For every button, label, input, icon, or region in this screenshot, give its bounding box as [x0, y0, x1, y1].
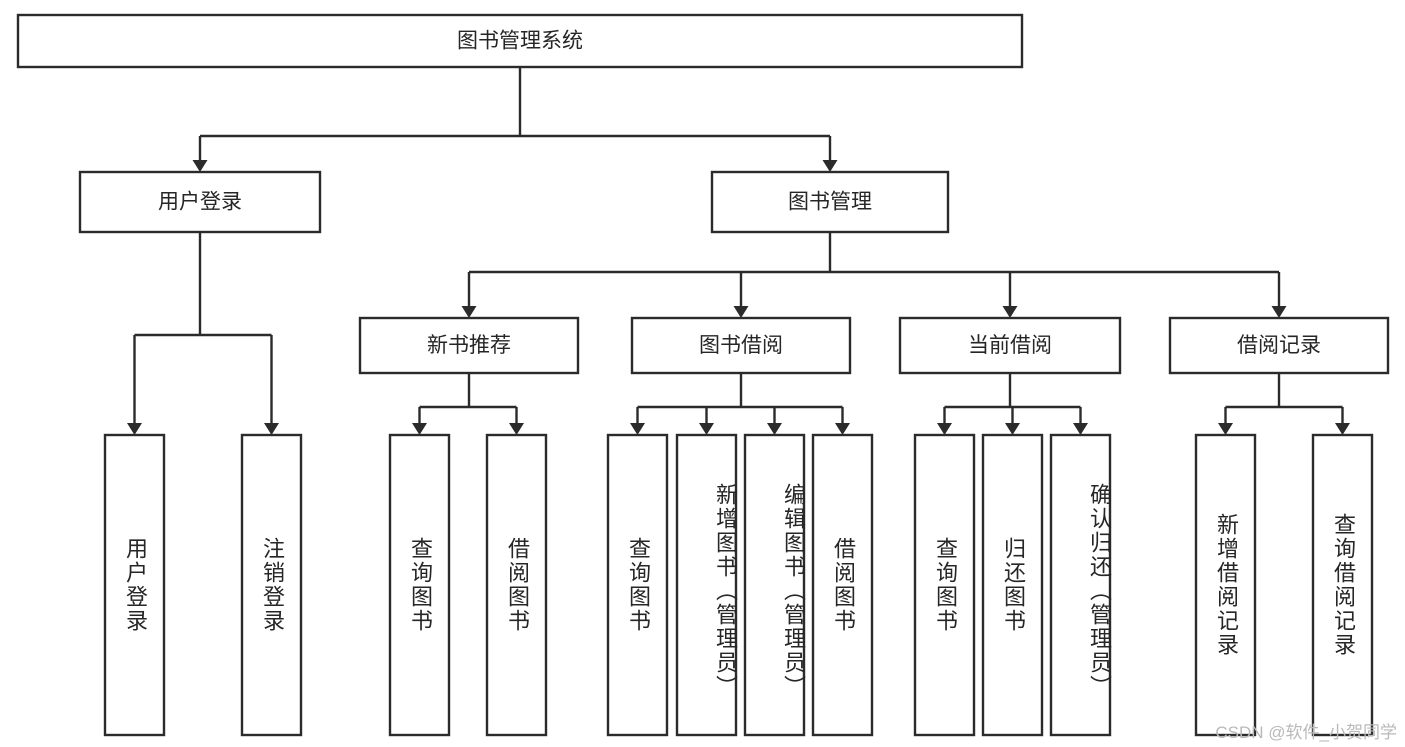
arrow-mgr-to-图书借阅-head — [733, 306, 749, 318]
leaf-编辑图书-管理员-6[interactable] — [743, 433, 806, 737]
arrow-借阅记录-to-新增借阅记录-head — [1218, 423, 1233, 435]
arrow-root-to-图书管理-head — [822, 160, 838, 172]
leaf-查询借阅记录-12[interactable] — [1311, 433, 1374, 737]
node-l3-图书借阅[interactable]: 图书借阅 — [630, 316, 852, 375]
node-l3-当前借阅-rect[interactable] — [898, 316, 1122, 375]
arrow-mgr-to-新书推荐-head — [461, 306, 477, 318]
arrow-借阅记录-to-查询借阅记录-head — [1335, 423, 1350, 435]
arrow-图书借阅-to-新增图书-管理员-head — [699, 423, 714, 435]
arrow-root-to-用户登录-head — [192, 160, 208, 172]
node-l3-新书推荐[interactable]: 新书推荐 — [358, 316, 580, 375]
node-l3-新书推荐-rect[interactable] — [358, 316, 580, 375]
arrow-mgr-to-当前借阅-head — [1002, 306, 1018, 318]
leaf-查询图书-8[interactable] — [913, 433, 976, 737]
node-l3-借阅记录-rect[interactable] — [1168, 316, 1390, 375]
arrow-用户登录-to-注销登录-head — [264, 423, 279, 435]
node-root-图书管理系统[interactable]: 图书管理系统 — [16, 13, 1024, 69]
arrow-图书借阅-to-编辑图书-管理员-head — [767, 423, 782, 435]
leaf-查询图书-2[interactable] — [388, 433, 451, 737]
leaf-借阅图书-7[interactable] — [811, 433, 874, 737]
arrow-当前借阅-to-查询图书-head — [937, 423, 952, 435]
arrow-当前借阅-to-归还图书-head — [1005, 423, 1020, 435]
node-root-图书管理系统-label: 图书管理系统 — [457, 30, 583, 53]
node-l3-当前借阅[interactable]: 当前借阅 — [898, 316, 1122, 375]
leaf-归还图书-9[interactable] — [981, 433, 1044, 737]
leaf-新增借阅记录-11[interactable] — [1194, 433, 1257, 737]
arrow-用户登录-to-用户登录-head — [127, 423, 142, 435]
arrow-mgr-to-借阅记录-head — [1271, 306, 1287, 318]
node-l2-图书管理-label: 图书管理 — [788, 191, 872, 214]
node-l3-借阅记录-label: 借阅记录 — [1237, 334, 1321, 357]
leaf-新增图书-管理员-5[interactable] — [675, 433, 738, 737]
node-root-图书管理系统-rect[interactable] — [16, 13, 1024, 69]
arrow-图书借阅-to-查询图书-head — [630, 423, 645, 435]
node-l3-新书推荐-label: 新书推荐 — [427, 334, 511, 357]
leaf-用户登录-0[interactable] — [103, 433, 166, 737]
node-l3-当前借阅-label: 当前借阅 — [968, 334, 1052, 357]
node-l2-图书管理-rect[interactable] — [710, 170, 950, 234]
node-l3-借阅记录[interactable]: 借阅记录 — [1168, 316, 1390, 375]
arrow-新书推荐-to-借阅图书-head — [509, 423, 524, 435]
node-l3-图书借阅-label: 图书借阅 — [699, 334, 783, 357]
leaf-注销登录-1[interactable] — [240, 433, 303, 737]
leaf-借阅图书-3[interactable] — [485, 433, 548, 737]
node-l2-图书管理[interactable]: 图书管理 — [710, 170, 950, 234]
leaf-确认归还-管理员-10[interactable] — [1049, 433, 1112, 737]
arrow-当前借阅-to-确认归还-管理员-head — [1073, 423, 1088, 435]
leaf-查询图书-4[interactable] — [606, 433, 669, 737]
node-l2-用户登录[interactable]: 用户登录 — [78, 170, 322, 234]
watermark: CSDN @软件_小贺同学 — [1215, 723, 1397, 742]
arrow-新书推荐-to-查询图书-head — [412, 423, 427, 435]
node-l2-用户登录-label: 用户登录 — [158, 191, 242, 214]
arrow-图书借阅-to-借阅图书-head — [835, 423, 850, 435]
node-l3-图书借阅-rect[interactable] — [630, 316, 852, 375]
